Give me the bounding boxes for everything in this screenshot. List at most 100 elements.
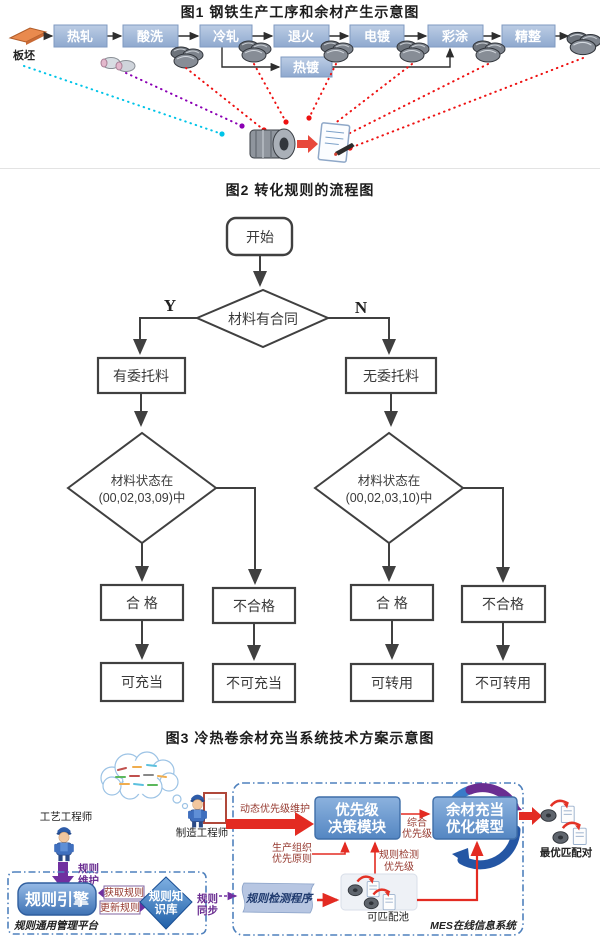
svg-text:更新规则: 更新规则 [100,901,140,914]
production-principle-label-1: 生产组织 [272,841,312,854]
svg-text:精整: 精整 [515,29,542,44]
rule-check-priority-label-2: 优先级 [384,860,414,873]
branch-no-label: N [355,298,368,317]
production-principle-arrow [312,841,350,855]
svg-text:电镀: 电镀 [364,29,391,44]
svg-text:可匹配池: 可匹配池 [367,910,409,923]
branch-yes-label: Y [164,296,176,315]
figure2-canvas: 开始 材料有合同 Y N 有委托料 无委托料 材料状态在 (00,02,03,0… [66,216,547,704]
rule-check-priority-label-1: 规则检测 [379,848,419,861]
platform-label: 规则通用管理平台 [13,919,99,932]
process-engineer-label: 工艺工程师 [40,810,93,823]
rule-engine-box: 规则引擎 [17,882,97,916]
result-pass-b-box: 可转用 [349,662,435,703]
process-box: 电镀 [349,24,405,48]
decision-contract: 材料有合同 [194,288,331,349]
thought-cloud-icon [100,751,189,810]
svg-text:热轧: 热轧 [67,29,93,44]
figure1-title: 图1 钢铁生产工序和余材产生示意图 [180,4,420,20]
process-box: 精整 [501,24,556,48]
pass-a-box: 合 格 [99,583,185,622]
svg-text:材料状态在: 材料状态在 [358,474,421,488]
pool-to-model-arrow [417,840,484,902]
svg-text:退火: 退火 [288,29,315,44]
section-divider [0,168,600,169]
svg-text:规则知: 规则知 [149,889,184,903]
svg-text:不合格: 不合格 [233,598,275,614]
update-rules-ribbon: 更新规则 [99,900,146,915]
svg-text:热镀: 热镀 [293,60,320,75]
big-coil-icon [249,128,296,160]
slab-label: 板坯 [13,48,35,62]
process-box-hot-dip: 热镀 [280,56,333,78]
pass-b-box: 合 格 [349,583,435,622]
svg-text:余材充当: 余材充当 [445,801,504,819]
dynamic-priority-arrow [226,812,314,836]
knowledge-base-diamond: 规则知 识库 [139,876,193,930]
process-engineer-icon [53,826,75,862]
roll-pair-icon [100,57,136,72]
svg-text:优化模型: 优化模型 [446,818,504,836]
svg-text:材料状态在: 材料状态在 [111,474,174,488]
svg-text:合 格: 合 格 [126,595,158,611]
svg-text:(00,02,03,09)中: (00,02,03,09)中 [99,490,186,505]
decision-state-a: 材料状态在 (00,02,03,09)中 [66,431,218,545]
process-box: 退火 [273,24,330,48]
svg-text:彩涂: 彩涂 [441,29,469,44]
svg-text:开始: 开始 [246,229,274,245]
figure3-title: 图3 冷热卷余材充当系统技术方案示意图 [165,730,435,746]
rule-sync-label-1: 规则 [197,892,218,905]
process-boxes: 热轧 酸洗 冷轧 退火 电镀 彩涂 精整 热镀 [53,24,556,78]
result-fail-b-box: 不可转用 [460,662,547,704]
comprehensive-priority-label-2: 优先级 [402,827,432,840]
has-consign-box: 有委托料 [96,356,187,395]
production-principle-label-2: 优先原则 [272,852,312,865]
process-box: 彩涂 [427,24,484,48]
figure3-canvas: 工艺工程师 制造工程师 规则 维护 规则引擎 获取规则 更新规则 规则知 识库 … [7,751,593,936]
manufacturing-engineer-label: 制造工程师 [176,826,229,839]
process-flow-arrows [43,31,570,72]
svg-text:有委托料: 有委托料 [113,368,169,384]
comprehensive-priority-label-1: 综合 [407,816,427,829]
svg-text:不合格: 不合格 [482,596,524,612]
svg-text:规则引擎: 规则引擎 [25,890,90,909]
svg-text:获取规则: 获取规则 [104,886,144,899]
no-consign-box: 无委托料 [344,356,438,395]
mes-system-frame [232,782,524,936]
result-fail-a-box: 不可充当 [211,662,297,704]
svg-text:识库: 识库 [155,902,178,916]
svg-text:材料有合同: 材料有合同 [228,311,298,327]
mes-system-label: MES在线信息系统 [430,919,518,932]
svg-text:(00,02,03,10)中: (00,02,03,10)中 [346,490,433,505]
svg-text:冷轧: 冷轧 [213,29,239,44]
fail-a-box: 不合格 [211,586,297,625]
svg-text:优先级: 优先级 [335,801,379,819]
dynamic-priority-label: 动态优先级维护 [240,802,310,815]
collection-dotted-lines [23,57,584,149]
decision-state-b: 材料状态在 (00,02,03,10)中 [313,431,465,545]
flow-lines [133,255,510,661]
figure1-canvas: 板坯 热轧 酸洗 冷轧 退火 电镀 彩涂 精整 热镀 [8,24,600,163]
process-box: 热轧 [53,24,108,48]
svg-text:决策模块: 决策模块 [328,818,386,836]
svg-text:不可转用: 不可转用 [475,675,531,691]
priority-decision-module: 优先级 决策模块 [314,796,401,840]
rule-check-program-banner: 规则检测程序 [241,882,315,914]
start-node: 开始 [225,216,294,257]
matchable-pool: 可匹配池 [340,873,418,923]
svg-text:不可充当: 不可充当 [226,675,282,691]
whiteboard-icon [203,792,227,824]
optimal-match-group: 最优匹配对 [540,799,593,859]
svg-text:规则检测程序: 规则检测程序 [245,892,314,905]
process-box: 酸洗 [122,24,179,48]
model-output-arrow [519,807,542,825]
transform-arrow-icon [297,135,318,153]
rule-maintain-label-1: 规则 [78,862,99,875]
svg-text:合 格: 合 格 [376,595,408,611]
svg-text:可充当: 可充当 [121,674,163,690]
svg-text:酸洗: 酸洗 [137,29,163,44]
surplus-optimize-model: 余材充当 优化模型 [432,796,518,840]
figure2-title: 图2 转化规则的流程图 [225,182,375,198]
process-box: 冷轧 [199,24,253,48]
